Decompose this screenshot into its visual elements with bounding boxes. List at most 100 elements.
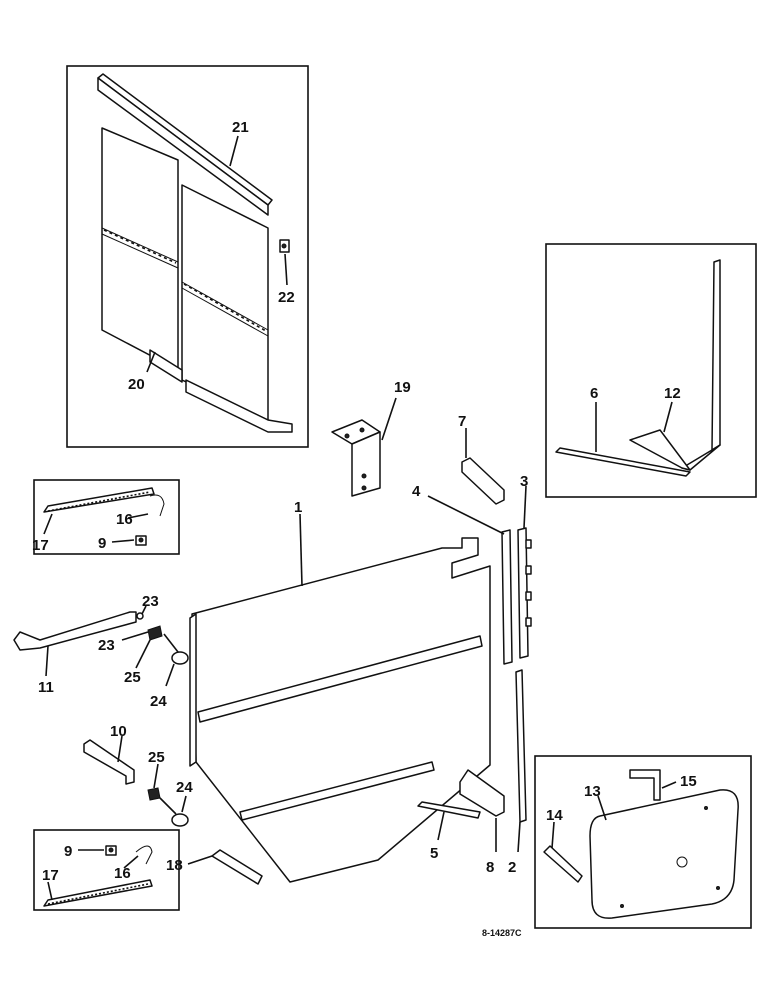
callout-7: 7 [458, 413, 466, 430]
part-12-frame [629, 259, 721, 471]
callout-2: 2 [508, 859, 516, 876]
part-16-pin [149, 494, 165, 517]
callout-21: 21 [232, 119, 249, 136]
part-17-strap [43, 487, 155, 513]
callout-15: 15 [680, 773, 697, 790]
leader-23-upper [141, 605, 147, 615]
part-25-bushing-lower [147, 787, 161, 801]
leader-18 [187, 855, 213, 865]
inset-left-bottom: 9 16 17 [33, 829, 180, 911]
leader-15 [661, 781, 677, 789]
part-24-eyebolt-lower [159, 797, 189, 827]
callout-17: 17 [42, 867, 59, 884]
leader-3 [523, 485, 527, 529]
part-20-left-panel [101, 127, 179, 371]
callout-18: 18 [166, 857, 183, 874]
leader-21 [229, 135, 239, 167]
leader-22 [284, 253, 288, 286]
callout-10: 10 [110, 723, 127, 740]
leader-24-lower [181, 795, 187, 813]
part-23-nut [136, 612, 144, 620]
callout-16: 16 [116, 511, 133, 528]
leader-11 [45, 645, 49, 677]
callout-11: 11 [38, 679, 54, 696]
part-3-hinge-strip [517, 527, 532, 659]
part-8-angle [459, 769, 505, 817]
part-7-angle [461, 457, 505, 505]
callout-24-lower: 24 [176, 779, 193, 796]
callout-23-lower: 23 [98, 637, 115, 654]
part-17-strap [43, 879, 153, 907]
part-1-main-panel [189, 537, 491, 883]
callout-16: 16 [114, 865, 131, 882]
part-22-bracket [279, 239, 290, 253]
callout-6: 6 [590, 385, 598, 402]
callout-12: 12 [664, 385, 681, 402]
callout-14: 14 [546, 807, 563, 824]
part-19-bracket [331, 419, 381, 497]
callout-5: 5 [430, 845, 438, 862]
inset-left-middle: 16 9 17 [32, 479, 180, 555]
leader-23-lower [121, 631, 149, 641]
leader-19 [381, 397, 397, 441]
part-18-link [211, 849, 263, 885]
part-20-right-panel [149, 184, 293, 433]
callout-22: 22 [278, 289, 295, 306]
leader-5 [437, 811, 445, 841]
callout-23-upper: 23 [142, 593, 159, 610]
part-10-bracket [83, 739, 135, 785]
inset-top-left: 21 22 20 [66, 65, 309, 448]
callout-1: 1 [294, 499, 302, 516]
inset-frame [33, 829, 180, 911]
inset-right: 6 12 [545, 243, 757, 498]
part-4-strip [501, 529, 513, 665]
callout-20: 20 [128, 376, 145, 393]
leader-2 [517, 821, 521, 853]
leader-25-lower [153, 763, 159, 789]
callout-3: 3 [520, 473, 528, 490]
part-6-bar [555, 447, 691, 477]
part-14-bracket [543, 845, 583, 883]
callout-8: 8 [486, 859, 494, 876]
leader-25-upper [135, 639, 151, 669]
callout-25-lower: 25 [148, 749, 165, 766]
part-13-cover-plate [589, 789, 739, 919]
leader-13 [597, 795, 607, 821]
callout-13: 13 [584, 783, 601, 800]
leader-17 [43, 513, 53, 535]
callout-4: 4 [412, 483, 421, 500]
leader-24-upper [165, 663, 175, 687]
leader-12 [663, 401, 673, 433]
callout-9: 9 [64, 843, 72, 860]
inset-frame [66, 65, 309, 448]
leader-9 [111, 539, 135, 543]
part-16-pin [135, 845, 153, 865]
part-9-clip [105, 845, 117, 856]
leader-17 [47, 881, 53, 901]
inset-bottom-right: 15 13 14 [534, 755, 752, 929]
leader-16 [123, 855, 139, 869]
leader-14 [551, 821, 555, 849]
callout-24-upper: 24 [150, 693, 167, 710]
leader-1 [299, 513, 303, 587]
leader-10 [117, 735, 123, 763]
inset-frame [33, 479, 180, 555]
inset-frame [545, 243, 757, 498]
callout-25-upper: 25 [124, 669, 141, 686]
callout-9: 9 [98, 535, 106, 552]
drawing-code: 8-14287C [482, 928, 522, 938]
part-2-rod [515, 669, 527, 823]
part-11-rod [13, 611, 137, 651]
leader-16 [127, 513, 149, 519]
part-25-bushing [147, 625, 163, 641]
part-24-eyebolt-upper [163, 633, 189, 665]
part-15-bracket [629, 769, 661, 801]
leader-4 [427, 495, 505, 535]
part-21-angle-strip [97, 73, 273, 216]
leader-20 [146, 351, 156, 373]
callout-19: 19 [394, 379, 411, 396]
inset-frame [534, 755, 752, 929]
part-5-bar [417, 801, 481, 819]
callout-17: 17 [32, 537, 49, 554]
